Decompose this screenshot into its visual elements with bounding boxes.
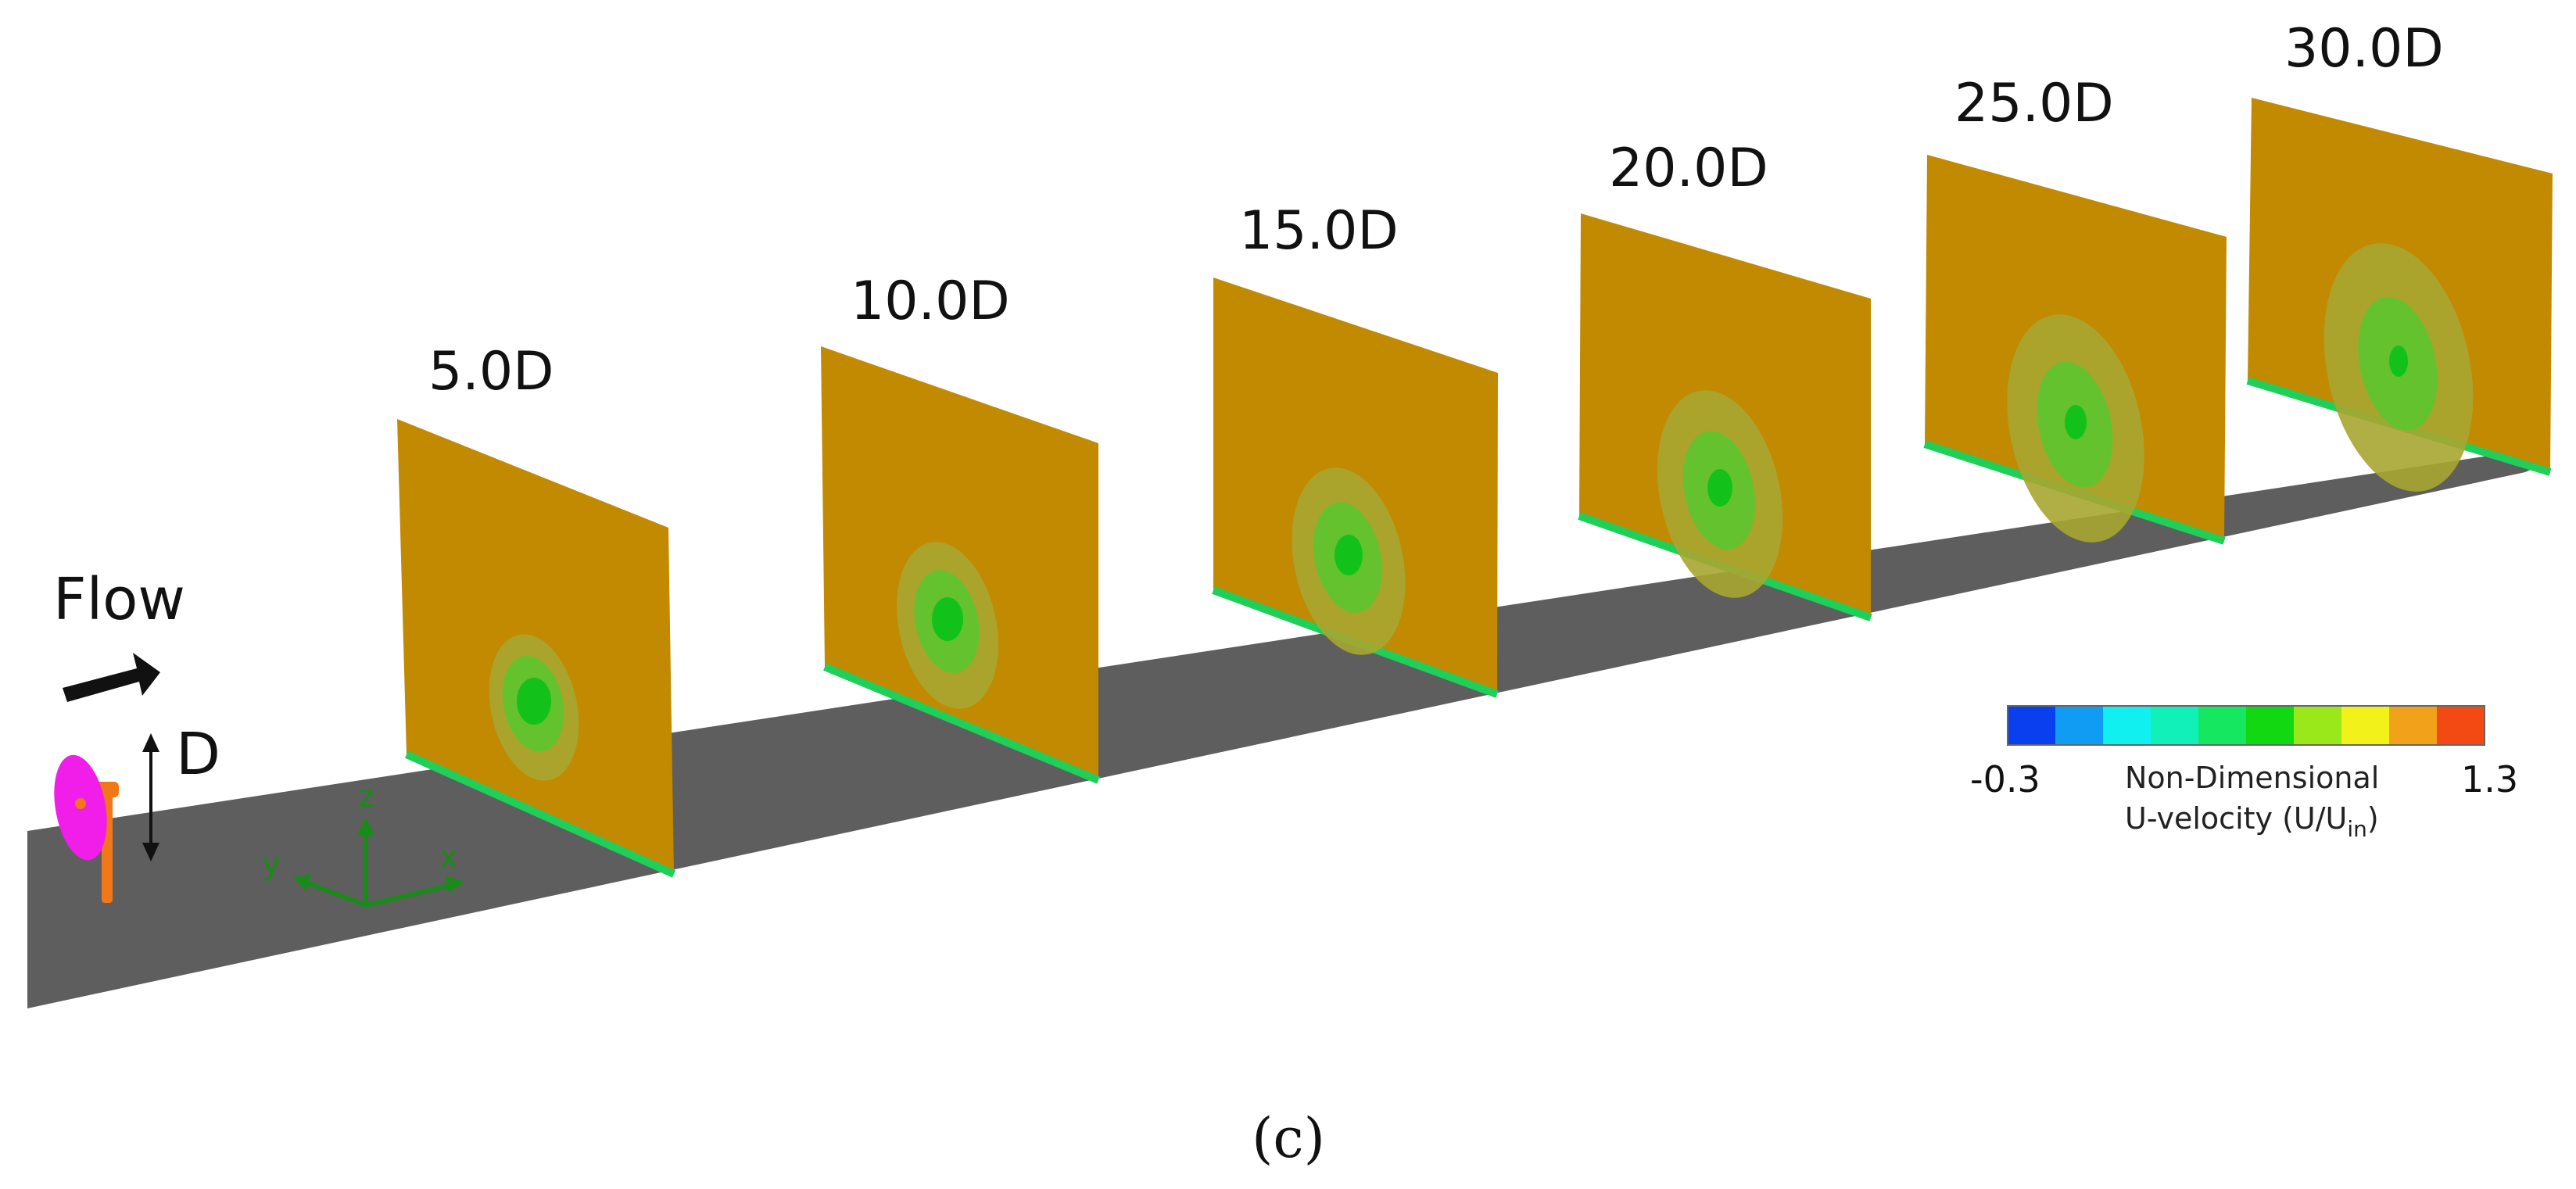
wake-plane-base-edge xyxy=(823,663,1100,784)
colorbar-title-prefix: U-velocity (U/U xyxy=(2125,801,2347,836)
plane-distance-label: 5.0D xyxy=(428,341,554,403)
colorbar-bin xyxy=(2294,706,2342,745)
colorbar-bin xyxy=(2437,706,2485,745)
colorbar-title-line1: Non-Dimensional xyxy=(2125,761,2379,795)
colorbar-bin xyxy=(2055,706,2104,745)
colorbar-bin xyxy=(2341,706,2390,745)
diameter-indicator xyxy=(142,733,159,861)
plane-distance-label: 10.0D xyxy=(851,270,1010,332)
colorbar-bin xyxy=(2389,706,2438,745)
wind-turbine xyxy=(54,754,119,903)
plane-distance-label: 30.0D xyxy=(2284,18,2444,80)
diameter-label: D xyxy=(176,721,220,788)
x-axis-arrowhead xyxy=(446,876,465,893)
colorbar-min-label: -0.3 xyxy=(1970,758,2040,800)
colorbar-bin xyxy=(2151,706,2199,745)
colorbar-bin xyxy=(2103,706,2151,745)
figure-caption: (c) xyxy=(1252,1106,1325,1170)
plane-distance-label: 25.0D xyxy=(1954,73,2114,134)
wake-contour-core xyxy=(1335,535,1363,575)
y-axis-line xyxy=(303,879,367,908)
z-axis-label: z xyxy=(358,779,374,815)
wake-contour-core xyxy=(932,597,963,641)
flow-label: Flow xyxy=(53,566,185,633)
wake-plane: 10.0D xyxy=(821,270,1100,784)
plane-distance-label: 20.0D xyxy=(1609,138,1768,199)
colorbar-bin xyxy=(2008,706,2056,745)
y-axis-label: y xyxy=(262,846,281,882)
colorbar-title-line2: U-velocity (U/Uin) xyxy=(2125,801,2379,842)
wake-plane: 5.0D xyxy=(397,341,676,878)
wake-contour-core xyxy=(517,678,551,725)
plane-distance-label: 15.0D xyxy=(1239,200,1399,262)
flow-arrow xyxy=(63,653,160,702)
x-axis-label: x xyxy=(439,840,458,876)
wake-plane: 15.0D xyxy=(1212,200,1499,698)
wake-plane: 30.0D xyxy=(2246,18,2553,492)
wake-plane: 20.0D xyxy=(1578,138,1872,621)
x-axis-line xyxy=(365,883,453,908)
wake-contour-core xyxy=(2065,405,2087,439)
wake-contour-core xyxy=(2389,346,2408,377)
colorbar-frame xyxy=(2007,705,2485,746)
wake-contour-core xyxy=(1707,469,1732,507)
colorbar-title-suffix: ) xyxy=(2367,801,2379,836)
turbine-hub xyxy=(75,798,86,809)
z-axis-arrowhead xyxy=(357,817,374,835)
colorbar: -0.3 1.3 Non-Dimensional U-velocity (U/U… xyxy=(1970,705,2518,842)
axis-triad: x y z xyxy=(262,779,465,908)
colorbar-bin xyxy=(2246,706,2295,745)
colorbar-title-subscript: in xyxy=(2347,816,2367,842)
wake-plane: 25.0D xyxy=(1923,73,2227,545)
colorbar-max-label: 1.3 xyxy=(2461,758,2518,800)
wake-plane-base-edge xyxy=(404,750,676,878)
colorbar-bins xyxy=(2008,706,2485,745)
colorbar-bin xyxy=(2198,706,2247,745)
wake-planes: 5.0D 10.0D 15.0D 20.0D 25.0D 30.0D xyxy=(397,18,2553,878)
y-axis-arrowhead xyxy=(293,874,311,891)
